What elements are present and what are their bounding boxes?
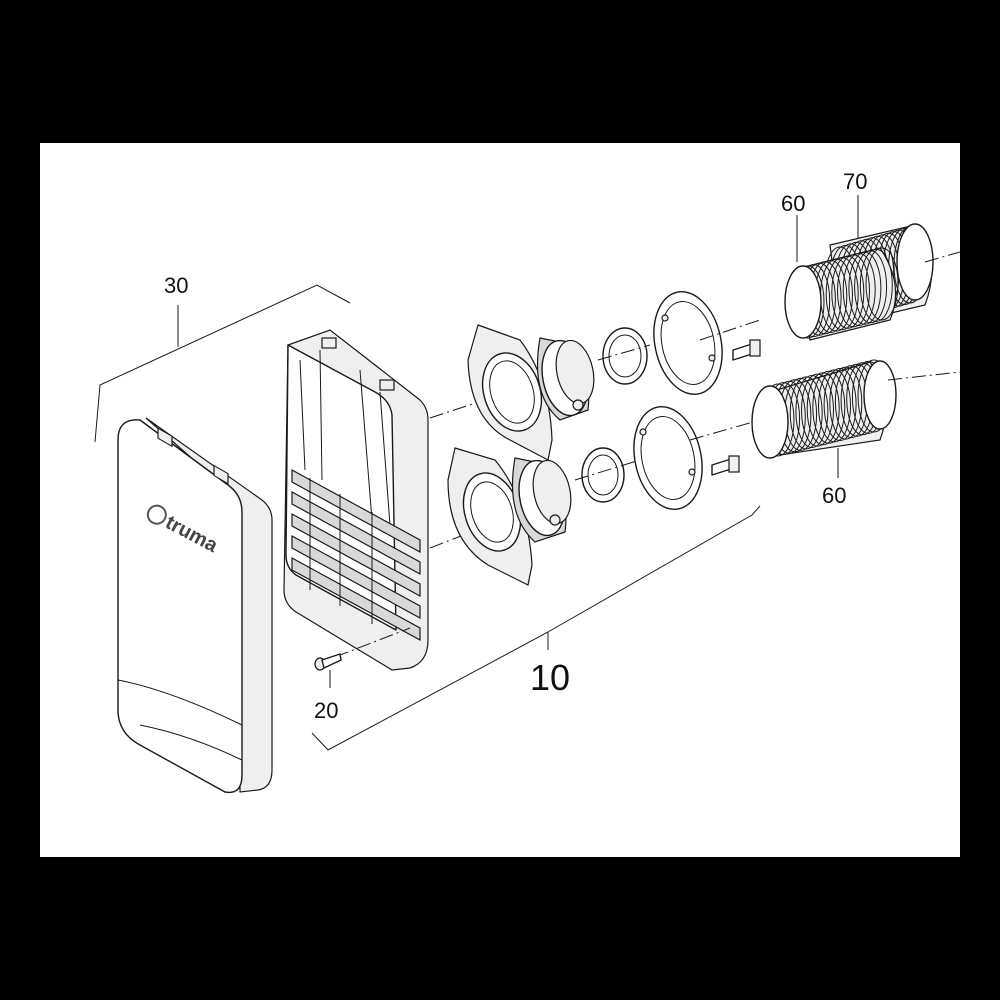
flange-plate-upper <box>467 324 553 461</box>
hose-coil <box>829 366 863 440</box>
callout-30: 30 <box>164 273 188 298</box>
callout-60-bottom: 60 <box>822 483 846 508</box>
callout-20: 20 <box>314 698 338 723</box>
hose-coil <box>825 257 859 331</box>
hose-coil <box>831 255 865 329</box>
hose-coil <box>859 248 893 322</box>
leader-30-bracket <box>94 284 351 443</box>
duct-connector-lower <box>511 457 572 543</box>
hose-coil <box>823 368 857 441</box>
hose-60-upper <box>784 247 899 341</box>
flange-plate-lower <box>447 447 533 586</box>
hose-coil <box>801 373 834 447</box>
grille-louvres <box>291 468 421 642</box>
hose-coil <box>865 247 899 321</box>
bolt-lower <box>711 455 740 476</box>
bolt-upper <box>732 339 761 361</box>
cover-panel: truma <box>94 284 351 794</box>
grille-frame <box>283 329 429 671</box>
hose-coil <box>842 253 876 326</box>
retaining-ring-upper <box>653 290 723 396</box>
retaining-ring-lower <box>633 405 703 511</box>
hose-coil <box>789 376 823 450</box>
duct-connector-upper <box>536 337 595 421</box>
hose-coil <box>795 375 829 448</box>
hose-coil <box>854 250 888 324</box>
seal-ring-lower <box>581 447 625 503</box>
hose-coil <box>837 254 870 328</box>
hose-coil <box>806 372 840 446</box>
hose-coil <box>818 369 851 443</box>
screw-20 <box>314 627 411 688</box>
seal-ring-upper <box>602 327 648 385</box>
hose-coil <box>848 251 882 325</box>
callout-60-top: 60 <box>781 191 805 216</box>
callout-10: 10 <box>530 657 570 698</box>
hose-coil <box>812 370 846 444</box>
callout-70: 70 <box>843 169 867 194</box>
hose-60-lower <box>751 359 897 459</box>
